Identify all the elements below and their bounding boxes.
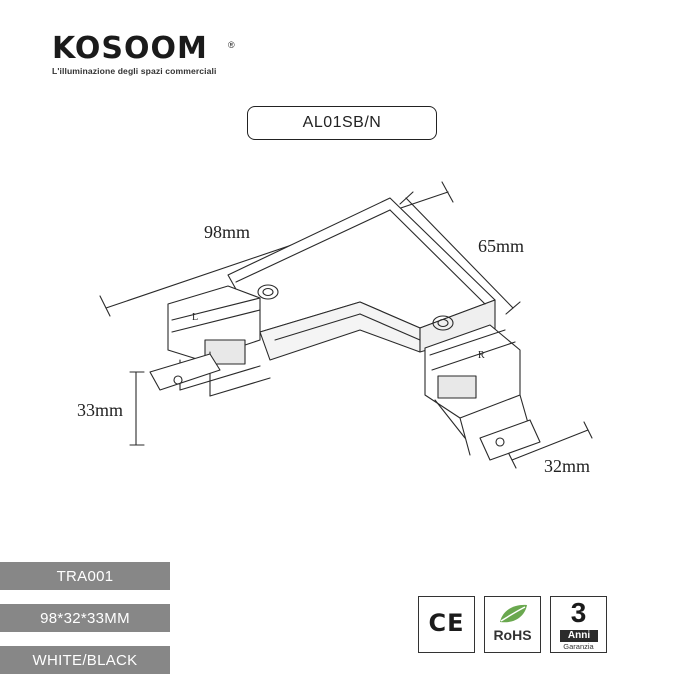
technical-drawing: L R 98mm 65mm 33mm 32mm bbox=[77, 181, 593, 476]
warranty-label: Garanzia bbox=[563, 642, 594, 651]
model-label: AL01SB/N bbox=[247, 106, 437, 140]
dimension-length-label: 98mm bbox=[204, 222, 250, 242]
brand-logo: KOSOOM ® L'illuminazione degli spazi com… bbox=[52, 34, 242, 80]
dimension-width-label: 65mm bbox=[478, 236, 524, 256]
dimension-height-label: 33mm bbox=[77, 400, 123, 420]
spec-code: TRA001 bbox=[0, 562, 170, 590]
registered-mark: ® bbox=[228, 40, 235, 50]
ce-badge: CE bbox=[418, 596, 475, 653]
brand-name: KOSOOM bbox=[52, 31, 208, 66]
screw-hole-top bbox=[257, 284, 279, 300]
screw-hole-right bbox=[432, 315, 454, 331]
warranty-unit: Anni bbox=[560, 630, 598, 642]
right-track-adapter: R bbox=[424, 324, 541, 461]
rohs-mark: RoHS bbox=[493, 627, 532, 643]
brand-tagline: L'illuminazione degli spazi commerciali bbox=[52, 66, 217, 76]
dimension-track-label: 32mm bbox=[544, 456, 590, 476]
rohs-badge: RoHS bbox=[484, 596, 541, 653]
svg-text:L: L bbox=[192, 312, 198, 323]
model-code: AL01SB/N bbox=[302, 114, 382, 131]
dimension-line-height bbox=[129, 371, 145, 446]
ce-mark: CE bbox=[428, 609, 465, 637]
svg-text:R: R bbox=[478, 350, 485, 361]
dimension-line-track bbox=[507, 421, 593, 469]
spec-size: 98*32*33MM bbox=[0, 604, 170, 632]
warranty-years: 3 bbox=[570, 597, 587, 628]
left-track-adapter: L bbox=[149, 285, 271, 397]
l-connector-body bbox=[227, 197, 496, 361]
leaf-icon bbox=[500, 604, 527, 623]
dimension-line-width bbox=[399, 191, 521, 315]
warranty-badge: 3 Anni Garanzia bbox=[550, 596, 607, 653]
spec-color: WHITE/BLACK bbox=[0, 646, 170, 674]
